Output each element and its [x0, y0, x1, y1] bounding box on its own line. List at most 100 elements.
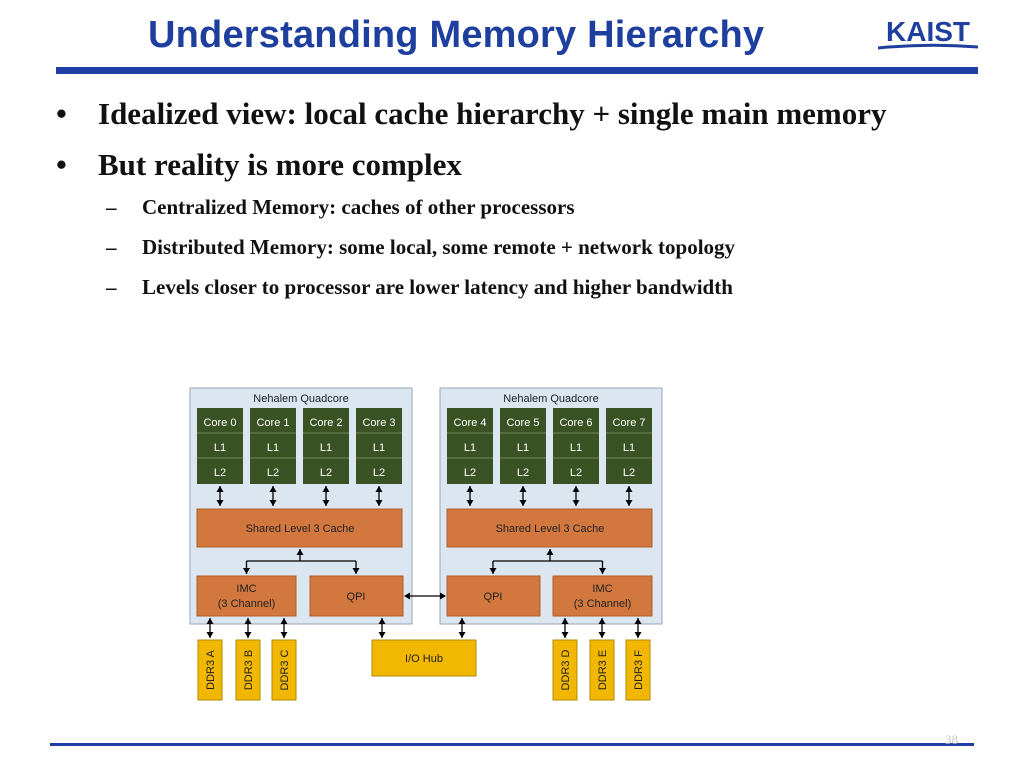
sub-bullet-marker: –	[106, 275, 117, 299]
core-label: Core 6	[559, 417, 592, 429]
core-block	[553, 408, 599, 484]
sub-bullet-item: – Centralized Memory: caches of other pr…	[56, 194, 986, 220]
bullet-text: Idealized view: local cache hierarchy + …	[98, 96, 887, 131]
imc-channel-label: (3 Channel)	[218, 598, 275, 610]
imc-block	[552, 575, 653, 617]
dimm-arrow-head-top	[598, 618, 606, 624]
l2-label: L2	[320, 467, 332, 479]
io-hub-arrow-left-head-top	[378, 618, 386, 624]
dimm-label: DDR3 F	[633, 650, 645, 690]
bullet-item: • Idealized view: local cache hierarchy …	[56, 92, 986, 135]
dimm-arrow-head-bottom	[634, 632, 642, 638]
core-label: Core 1	[256, 417, 289, 429]
core-label: Core 2	[309, 417, 342, 429]
bullet-item: • But reality is more complex	[56, 143, 986, 186]
qpi-link-head-left	[404, 592, 410, 600]
core-l3-arrow-head-top	[625, 486, 633, 492]
l3-cache	[196, 508, 403, 548]
core-l3-arrow-head-top	[269, 486, 277, 492]
slide-title: Understanding Memory Hierarchy	[148, 14, 765, 56]
core-l3-arrow-head-top	[466, 486, 474, 492]
qpi-block	[446, 575, 541, 617]
page-number: 38	[945, 732, 958, 747]
core-l3-arrow-head-top	[375, 486, 383, 492]
dimm-label: DDR3 D	[560, 649, 572, 690]
core-block	[447, 408, 493, 484]
sub-bullet-item: – Distributed Memory: some local, some r…	[56, 234, 986, 260]
sub-bullet-text: Centralized Memory: caches of other proc…	[142, 195, 575, 219]
core-label: Core 4	[453, 417, 486, 429]
l3-qpi-head	[352, 568, 360, 574]
socket-label: Nehalem Quadcore	[503, 393, 598, 405]
l3-imc-head	[243, 568, 250, 574]
core-block	[197, 408, 243, 484]
dimm-module	[625, 639, 651, 701]
l1-label: L1	[464, 442, 476, 454]
io-hub-arrow-left-head-bottom	[378, 632, 386, 638]
logo-text: KAIST	[886, 16, 970, 47]
kaist-logo: KAIST	[878, 16, 978, 50]
core-block	[356, 408, 402, 484]
socket-label: Nehalem Quadcore	[253, 393, 348, 405]
dimm-arrow-head-bottom	[598, 632, 606, 638]
bullet-list: • Idealized view: local cache hierarchy …	[56, 92, 986, 314]
l1-label: L1	[320, 442, 332, 454]
dimm-arrow-head-top	[280, 618, 288, 624]
bullet-marker: •	[56, 96, 67, 131]
l3-cache	[446, 508, 653, 548]
dimm-label: DDR3 A	[205, 649, 217, 689]
io-hub	[371, 639, 477, 677]
dimm-module	[271, 639, 297, 701]
l2-label: L2	[570, 467, 582, 479]
dimm-arrow-head-top	[244, 618, 252, 624]
qpi-link-head-right	[440, 592, 446, 600]
sub-bullet-text: Distributed Memory: some local, some rem…	[142, 235, 736, 259]
l1-label: L1	[214, 442, 226, 454]
core-label: Core 7	[612, 417, 645, 429]
l1-label: L1	[623, 442, 635, 454]
io-hub-arrow-right-head-bottom	[458, 632, 466, 638]
dimm-arrow-head-bottom	[561, 632, 569, 638]
l1-label: L1	[517, 442, 529, 454]
dimm-module	[589, 639, 615, 701]
core-l3-arrow-head-bottom	[375, 500, 383, 506]
core-l3-arrow-head-bottom	[466, 500, 474, 506]
l2-label: L2	[267, 467, 279, 479]
core-block	[500, 408, 546, 484]
core-l3-arrow-head-top	[322, 486, 330, 492]
dimm-label: DDR3 B	[243, 650, 255, 690]
core-l3-arrow-head-bottom	[216, 500, 224, 506]
sub-bullet-marker: –	[106, 235, 117, 259]
dimm-arrow-head-top	[561, 618, 569, 624]
core-l3-arrow-head-bottom	[269, 500, 277, 506]
l3-qpi-head	[489, 568, 497, 574]
l1-label: L1	[267, 442, 279, 454]
dimm-arrow-head-bottom	[280, 632, 288, 638]
qpi-block	[309, 575, 404, 617]
l3-label: Shared Level 3 Cache	[246, 523, 355, 535]
core-l3-arrow-head-top	[572, 486, 580, 492]
io-hub-arrow-right-head-top	[458, 618, 466, 624]
dimm-module	[552, 639, 578, 701]
l1-label: L1	[570, 442, 582, 454]
bullet-text: But reality is more complex	[98, 147, 462, 182]
core-l3-arrow-head-top	[216, 486, 224, 492]
l2-label: L2	[214, 467, 226, 479]
imc-block	[196, 575, 297, 617]
imc-label: IMC	[236, 583, 256, 595]
dimm-arrow-head-top	[206, 618, 214, 624]
qpi-label: QPI	[347, 591, 366, 603]
sub-bullet-marker: –	[106, 195, 117, 219]
core-label: Core 5	[506, 417, 539, 429]
dimm-module	[197, 639, 223, 701]
core-l3-arrow-head-bottom	[322, 500, 330, 506]
dimm-label: DDR3 C	[279, 649, 291, 690]
core-label: Core 0	[203, 417, 236, 429]
sub-bullet-item: – Levels closer to processor are lower l…	[56, 274, 986, 300]
bottom-rule	[50, 743, 974, 746]
core-block	[250, 408, 296, 484]
core-l3-arrow-head-top	[519, 486, 527, 492]
l3-label: Shared Level 3 Cache	[496, 523, 605, 535]
l3-connector-head	[546, 549, 554, 555]
